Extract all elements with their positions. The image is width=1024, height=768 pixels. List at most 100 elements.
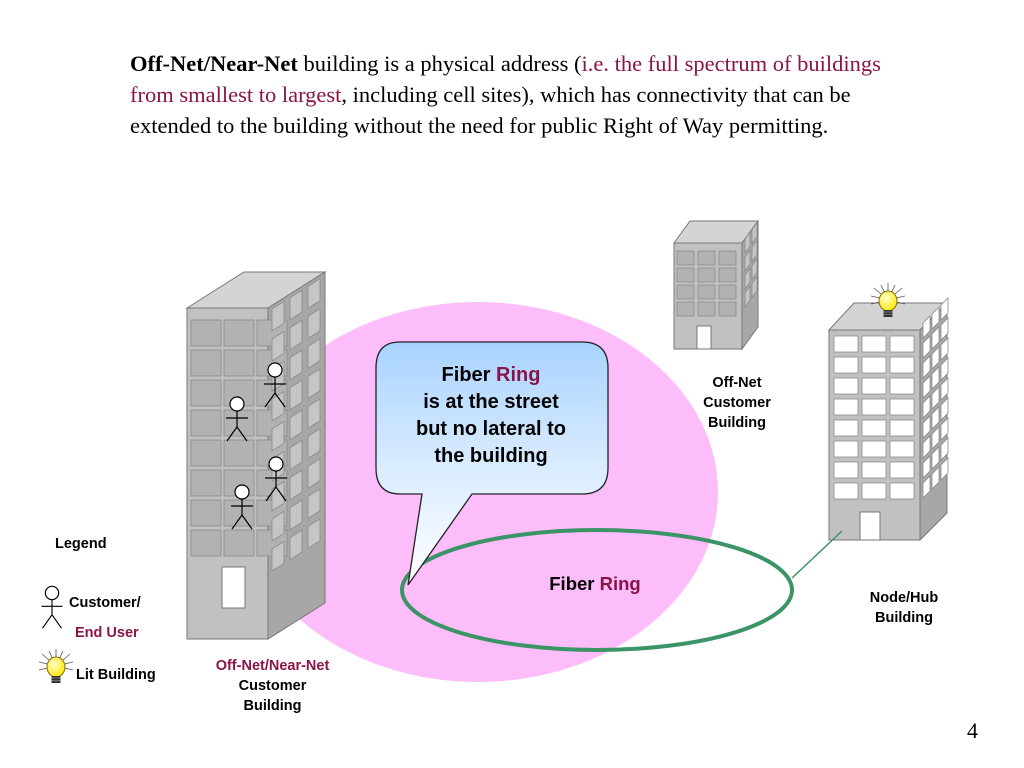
near-net-building: [185, 271, 327, 640]
window: [931, 366, 940, 390]
intro-term: Off-Net/Near-Net: [130, 51, 298, 76]
near-net-building-label: Off-Net/Near-Net Customer Building: [195, 656, 350, 716]
callout-text: Fiber Ring is at the street but no later…: [380, 362, 602, 470]
window: [940, 297, 949, 321]
building-door: [859, 511, 881, 541]
intro-text-2: , including cell sites), which has conne…: [130, 82, 851, 138]
window: [833, 356, 859, 374]
window: [676, 250, 695, 266]
window: [307, 428, 321, 460]
window: [861, 398, 887, 416]
window: [223, 499, 255, 527]
building-door: [696, 325, 712, 350]
window: [922, 335, 931, 359]
window: [718, 250, 737, 266]
window: [922, 375, 931, 399]
intro-text-1: building is a physical address (: [297, 51, 582, 76]
window: [940, 417, 949, 441]
window: [922, 435, 931, 459]
window: [922, 475, 931, 499]
window: [931, 466, 940, 490]
building-door: [221, 566, 246, 609]
window: [307, 458, 321, 490]
callout-ring: Ring: [496, 364, 541, 386]
window: [744, 249, 751, 273]
window: [833, 461, 859, 479]
callout-fiber: Fiber: [441, 364, 491, 386]
window: [861, 356, 887, 374]
window: [289, 319, 303, 351]
window: [289, 349, 303, 381]
window: [922, 395, 931, 419]
window: [744, 267, 751, 291]
node-hub-building-label: Node/Hub Building: [848, 588, 960, 628]
window: [751, 275, 758, 299]
window: [271, 390, 285, 422]
window: [307, 278, 321, 310]
window: [861, 440, 887, 458]
off-net-building: [673, 219, 759, 351]
legend-end-user-text: End User: [75, 625, 139, 641]
off-net-building-label: Off-Net Customer Building: [690, 373, 784, 433]
fiber-ring-callout: [375, 341, 609, 586]
window: [889, 419, 915, 437]
window: [922, 415, 931, 439]
window: [751, 221, 758, 245]
window: [940, 397, 949, 421]
window: [931, 326, 940, 350]
legend-customer-text: Customer/: [69, 595, 141, 611]
window: [922, 355, 931, 379]
window: [697, 284, 716, 300]
window: [931, 346, 940, 370]
window: [833, 482, 859, 500]
window: [889, 461, 915, 479]
window: [307, 488, 321, 520]
callout-line-4: the building: [434, 445, 548, 467]
window: [718, 301, 737, 317]
window: [889, 356, 915, 374]
fiber-ring: [400, 528, 794, 652]
window: [190, 469, 222, 497]
window: [190, 499, 222, 527]
window: [751, 239, 758, 263]
intro-highlight: i.e. the full spectrum of buildings from…: [130, 51, 881, 107]
off-net-label-line-2: Customer: [703, 395, 771, 411]
window: [223, 319, 255, 347]
window: [833, 335, 859, 353]
node-label-line-1: Node/Hub: [869, 590, 939, 606]
window: [307, 518, 321, 550]
window: [931, 386, 940, 410]
window: [190, 529, 222, 557]
window: [833, 377, 859, 395]
window: [289, 499, 303, 531]
window: [271, 540, 285, 572]
window: [271, 510, 285, 542]
window: [223, 409, 255, 437]
window: [889, 377, 915, 395]
page-number: 4: [967, 718, 978, 743]
lateral-connection: [791, 530, 843, 579]
window: [861, 377, 887, 395]
window: [223, 439, 255, 467]
window: [718, 284, 737, 300]
near-label-line-2: Customer: [238, 678, 307, 694]
window: [697, 250, 716, 266]
window: [271, 420, 285, 452]
window: [289, 529, 303, 561]
window: [922, 455, 931, 479]
near-label-line-3: Building: [243, 698, 302, 714]
window: [289, 439, 303, 471]
light-bulb-icon: [38, 648, 74, 684]
ring-word-ring: Ring: [599, 573, 641, 594]
window: [697, 301, 716, 317]
window: [889, 440, 915, 458]
window: [744, 231, 751, 255]
window: [861, 419, 887, 437]
window: [751, 257, 758, 281]
node-hub-building: [827, 297, 949, 542]
window: [931, 406, 940, 430]
window: [676, 284, 695, 300]
window: [922, 315, 931, 339]
window: [931, 426, 940, 450]
